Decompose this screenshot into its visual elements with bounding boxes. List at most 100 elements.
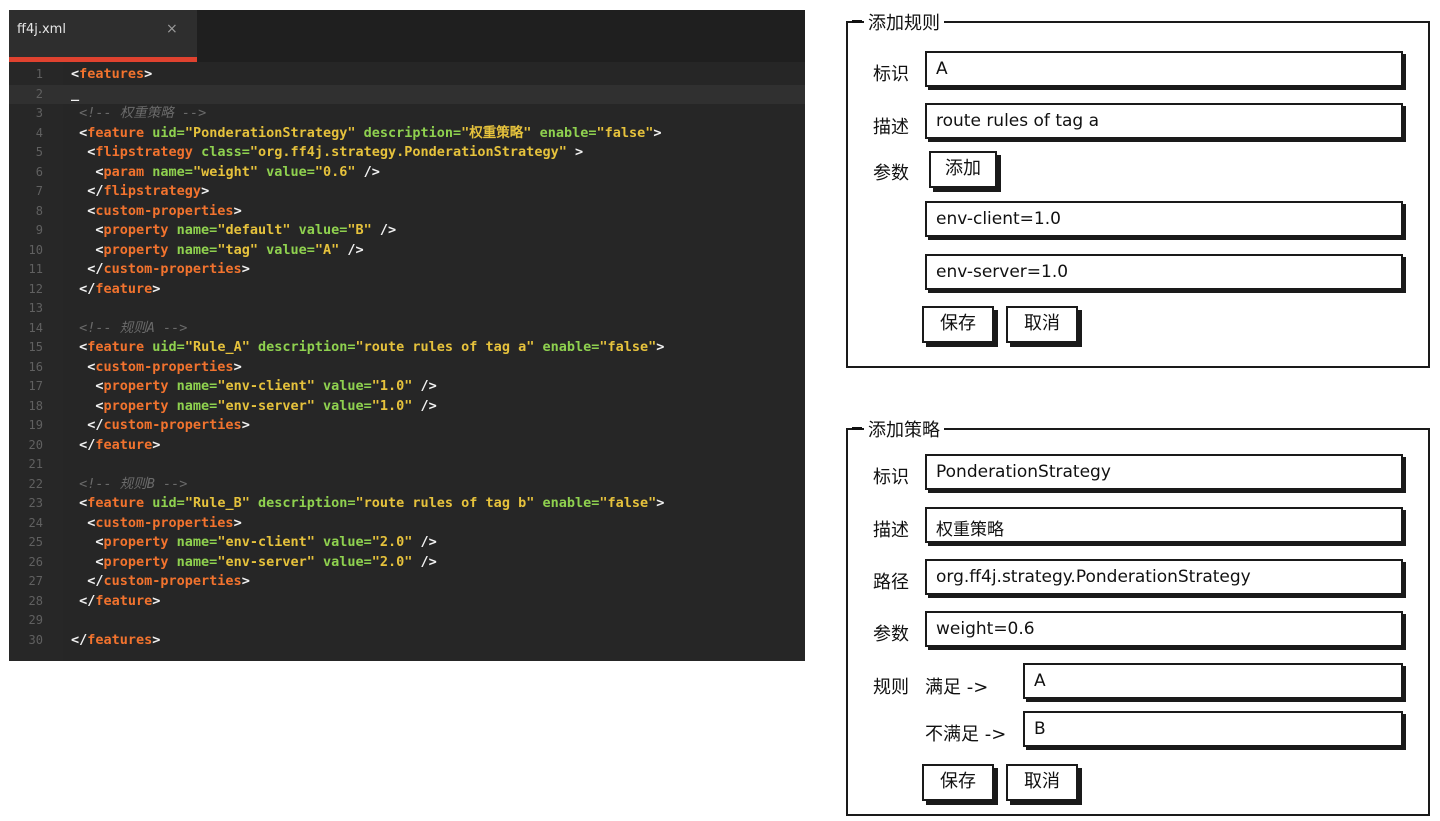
line-number: 14 xyxy=(28,320,43,335)
code-line[interactable]: 25 <property name="env-client" value="2.… xyxy=(9,533,805,553)
rule-param-input-1[interactable]: env-client=1.0 xyxy=(925,201,1403,237)
rule-id-input[interactable]: A xyxy=(925,51,1403,87)
code-token: value= xyxy=(314,534,372,550)
code-token: class= xyxy=(192,144,250,160)
not-satisfy-input[interactable]: B xyxy=(1023,711,1403,747)
code-line[interactable]: 14 <!-- 规则A --> xyxy=(9,319,805,339)
code-text: </features> xyxy=(71,631,160,651)
code-line[interactable]: 12 </feature> xyxy=(9,280,805,300)
code-text: <property name="env-server" value="2.0" … xyxy=(71,553,437,573)
code-token: description= xyxy=(249,495,356,511)
code-token: "2.0" xyxy=(371,534,413,550)
code-token: /> xyxy=(355,163,380,180)
strategy-rules-label: 规则 xyxy=(873,677,909,698)
code-line[interactable]: 5 <flipstrategy class="org.ff4j.strategy… xyxy=(9,143,805,163)
code-token: description= xyxy=(355,124,462,141)
code-line[interactable]: 7 </flipstrategy> xyxy=(9,182,805,202)
strategy-params-input[interactable]: weight=0.6 xyxy=(925,611,1403,647)
code-token: feature xyxy=(95,436,153,453)
code-token: </ xyxy=(71,436,96,453)
code-line[interactable]: 18 <property name="env-server" value="1.… xyxy=(9,397,805,417)
code-token: /> xyxy=(412,553,437,570)
code-line[interactable]: 28 </feature> xyxy=(9,592,805,612)
code-token: value= xyxy=(314,378,372,394)
rule-param-value-2: env-server=1.0 xyxy=(936,262,1069,282)
code-text: </custom-properties> xyxy=(71,260,250,280)
strategy-path-label: 路径 xyxy=(873,572,909,593)
strategy-id-input[interactable]: PonderationStrategy xyxy=(925,454,1403,490)
rule-desc-input[interactable]: route rules of tag a xyxy=(925,103,1403,139)
code-line[interactable]: 23 <feature uid="Rule_B" description="ro… xyxy=(9,494,805,514)
line-number: 9 xyxy=(35,223,43,237)
code-text: </flipstrategy> xyxy=(71,182,209,202)
code-text: <property name="default" value="B" /> xyxy=(71,221,396,241)
code-token: feature xyxy=(87,495,145,511)
code-line[interactable]: 19 </custom-properties> xyxy=(9,416,805,436)
code-token: </ xyxy=(71,183,104,199)
code-text: </feature> xyxy=(71,592,160,612)
code-text: <property name="tag" value="A" /> xyxy=(71,241,363,261)
code-token: </ xyxy=(71,592,96,609)
code-line[interactable]: 11 </custom-properties> xyxy=(9,260,805,280)
code-line[interactable]: 26 <property name="env-server" value="2.… xyxy=(9,553,805,573)
code-text: <param name="weight" value="0.6" /> xyxy=(71,163,380,183)
code-token: name= xyxy=(168,222,218,238)
strategy-desc-input[interactable]: 权重策略 xyxy=(925,507,1403,543)
tab-ff4j-xml[interactable]: ff4j.xml × xyxy=(9,10,197,62)
code-token: < xyxy=(71,397,104,414)
rule-save-button[interactable]: 保存 xyxy=(922,306,994,343)
code-line[interactable]: 15 <feature uid="Rule_A" description="ro… xyxy=(9,338,805,358)
editor-tab-bar: ff4j.xml × xyxy=(9,10,805,62)
code-token: /> xyxy=(371,222,397,238)
satisfy-input[interactable]: A xyxy=(1023,663,1403,699)
code-line[interactable]: 10 <property name="tag" value="A" /> xyxy=(9,241,805,261)
code-token: > xyxy=(233,514,242,531)
code-line[interactable]: 3 <!-- 权重策略 --> xyxy=(9,104,805,124)
code-token: "0.6" xyxy=(314,163,356,180)
strategy-save-button[interactable]: 保存 xyxy=(922,764,994,801)
code-line[interactable]: 30</features> xyxy=(9,631,805,651)
code-line[interactable]: 29 xyxy=(9,611,805,631)
code-line[interactable]: 16 <custom-properties> xyxy=(9,358,805,378)
rule-param-input-2[interactable]: env-server=1.0 xyxy=(925,254,1403,290)
code-line[interactable]: 8 <custom-properties> xyxy=(9,202,805,222)
code-line[interactable]: 17 <property name="env-client" value="1.… xyxy=(9,377,805,397)
code-token: name= xyxy=(168,378,218,394)
line-number: 18 xyxy=(28,398,43,413)
code-token: enable= xyxy=(534,339,600,355)
code-line[interactable]: 6 <param name="weight" value="0.6" /> xyxy=(9,163,805,183)
code-token: flipstrategy xyxy=(103,183,202,199)
code-line[interactable]: 4 <feature uid="PonderationStrategy" des… xyxy=(9,124,805,144)
line-number: 26 xyxy=(28,554,43,569)
code-line[interactable]: 21 xyxy=(9,455,805,475)
code-text: <!-- 规则B --> xyxy=(71,475,187,495)
code-text: <custom-properties> xyxy=(71,358,241,378)
line-number: 1 xyxy=(35,67,43,81)
code-line[interactable]: 24 <custom-properties> xyxy=(9,514,805,534)
code-area[interactable]: 1<features>2_3 <!-- 权重策略 -->4 <feature u… xyxy=(9,62,805,661)
code-text: _ xyxy=(71,85,79,105)
code-line[interactable]: 27 </custom-properties> xyxy=(9,572,805,592)
code-token: < xyxy=(71,495,88,511)
code-line[interactable]: 20 </feature> xyxy=(9,436,805,456)
code-line[interactable]: 9 <property name="default" value="B" /> xyxy=(9,221,805,241)
close-icon[interactable]: × xyxy=(166,21,178,37)
code-token: "default" xyxy=(217,222,291,238)
code-line[interactable]: 1<features> xyxy=(9,65,805,85)
strategy-cancel-button[interactable]: 取消 xyxy=(1006,764,1078,801)
code-token: name= xyxy=(168,534,218,550)
code-token: property xyxy=(103,553,169,570)
code-token: name= xyxy=(144,163,193,180)
code-token: property xyxy=(103,534,169,550)
code-token: < xyxy=(71,124,88,141)
rule-cancel-button[interactable]: 取消 xyxy=(1006,306,1078,343)
code-line[interactable]: 22 <!-- 规则B --> xyxy=(9,475,805,495)
strategy-path-input[interactable]: org.ff4j.strategy.PonderationStrategy xyxy=(925,559,1403,595)
code-line[interactable]: 2_ xyxy=(9,84,805,105)
satisfy-label: 满足 -> xyxy=(925,677,989,698)
add-param-button[interactable]: 添加 xyxy=(929,151,997,188)
code-token: > xyxy=(152,631,161,648)
code-line[interactable]: 13 xyxy=(9,299,805,319)
code-token: value= xyxy=(314,553,372,570)
code-text: <property name="env-client" value="2.0" … xyxy=(71,533,436,553)
